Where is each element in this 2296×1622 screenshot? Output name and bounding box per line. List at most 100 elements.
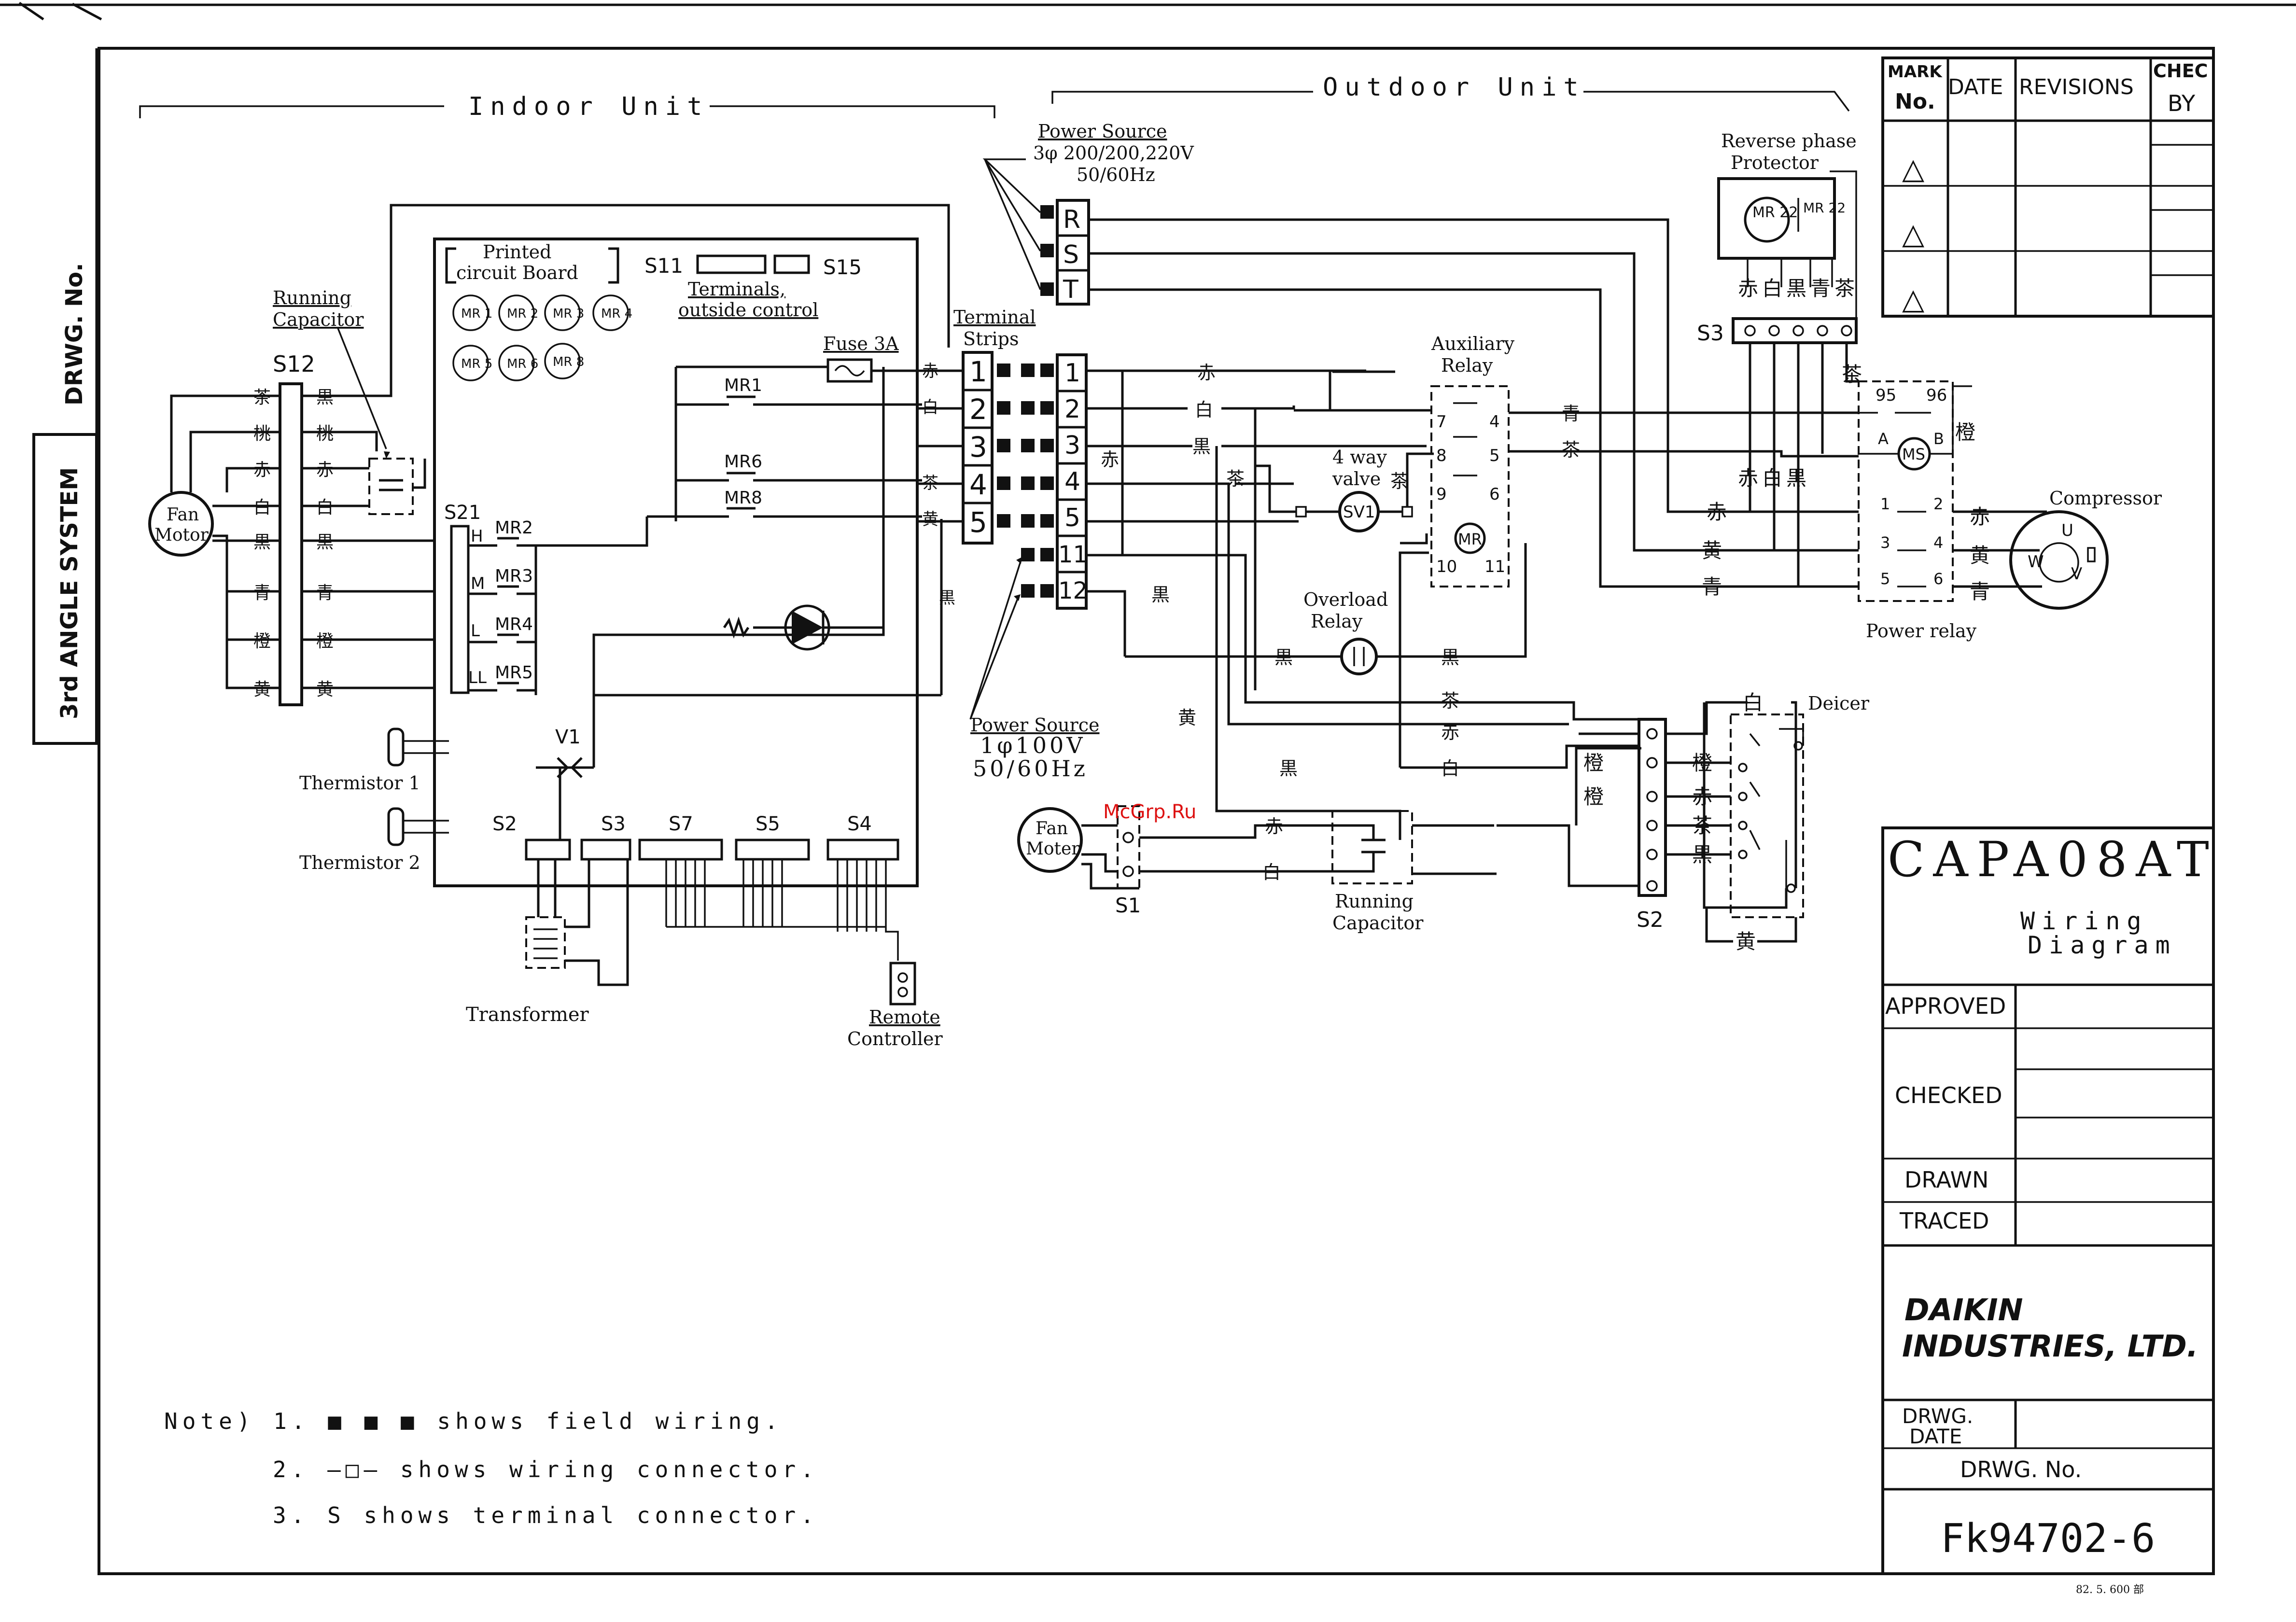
pcb-label-1: Printed — [483, 241, 551, 263]
ps3-label-1: Power Source — [1038, 121, 1167, 142]
s12-connector: S12 — [273, 351, 315, 706]
s12-color-left-5: 黒 — [253, 532, 271, 552]
ps1-label-1: Power Source — [970, 714, 1099, 736]
aux-contact-11: 11 — [1484, 557, 1505, 576]
pcb-contacts-upper: Fuse 3A MR1 MR6 MR8 — [647, 333, 922, 521]
pr-wire-blue-right: 青 — [1970, 580, 1990, 603]
revision-table: MARK No. DATE REVISIONS CHEC BY △ △ △ — [1881, 56, 2215, 318]
pr-wire-yellow-right: 黄 — [1970, 544, 1990, 567]
outdoor-strip-color-labels: 赤 白 黒 赤 茶 黒 黄 — [1101, 362, 1245, 728]
pr-wire-red-left: 赤 — [1707, 500, 1727, 524]
overload-label-1: Overload — [1303, 589, 1388, 610]
outdoor-terminal-12: 12 — [1058, 577, 1088, 604]
s2-wire-orange-2: 橙 — [1583, 785, 1604, 809]
s12-wire-color-labels: 茶 黒 桃 桃 赤 赤 白 白 黒 黒 青 青 橙 橙 黄 黄 — [253, 388, 334, 699]
s12-color-left-8: 黄 — [253, 680, 271, 699]
s21-label: S21 — [444, 502, 481, 524]
power-relay-label: Power relay — [1866, 620, 1977, 642]
approved-label: APPROVED — [1885, 993, 2006, 1019]
mr8-contact-label: MR8 — [724, 488, 762, 508]
outdoor-wire-red-2: 赤 — [1101, 449, 1119, 470]
s3-lower-white: 白 — [1762, 466, 1782, 490]
drwg-date-label-2: DATE — [1909, 1425, 1962, 1448]
pr-contact-4: 4 — [1933, 533, 1943, 552]
s2-wire-orange-r: 橙 — [1692, 751, 1712, 775]
outdoor-wire-black-2: 黒 — [1151, 584, 1170, 605]
remote-label-1: Remote — [869, 1007, 940, 1028]
s3-color-black: 黒 — [1786, 277, 1806, 300]
outdoor-capacitor-label-1: Running — [1335, 891, 1414, 912]
rev-triangle-3: △ — [1902, 282, 1924, 316]
indoor-running-capacitor: Running Capacitor — [273, 287, 414, 515]
speed-h-label: H — [471, 527, 483, 546]
rev-mark-label: MARK — [1888, 62, 1943, 82]
aux-contact-9: 9 — [1436, 485, 1447, 504]
s3-outdoor-connector: S3 赤 白 黒 青 茶 茶 赤 白 黒 — [1697, 277, 1862, 587]
rpp-label-1: Reverse phase — [1721, 130, 1857, 152]
power-relay-wire-labels: 赤 黄 青 赤 黄 青 — [1702, 500, 1990, 603]
outdoor-wire-yellow-1: 黄 — [1178, 707, 1196, 728]
rev-triangle-2: △ — [1902, 217, 1924, 251]
outdoor-wire-white-1: 白 — [1195, 399, 1213, 420]
traced-label: TRACED — [1899, 1208, 1989, 1234]
field-wiring-marks — [997, 205, 1054, 598]
s2-wire-red-r: 赤 — [1692, 785, 1712, 809]
outdoor-wire-black-1: 黒 — [1192, 436, 1211, 457]
pr-96: 96 — [1926, 386, 1947, 405]
pr-wire-blue-left: 青 — [1702, 575, 1722, 599]
transformer-label: Transformer — [466, 1004, 589, 1026]
s3-color-white: 白 — [1762, 277, 1782, 300]
note-1: Note) 1. ■ ■ ■ shows field wiring. — [164, 1408, 783, 1434]
indoor-terminal-strip: Terminal Strips 1 2 3 4 5 赤 白 茶 黄 黒 — [917, 307, 1036, 695]
drawing-number: Fk94702-6 — [1941, 1516, 2155, 1562]
footer-stamp: 82. 5. 600 部 — [2076, 1584, 2144, 1596]
mr6-contact-label: MR6 — [724, 452, 762, 472]
ps3-label-2: 3φ 200/200,220V — [1033, 142, 1194, 164]
s12-color-right-3: 赤 — [316, 460, 334, 480]
aux-contact-4: 4 — [1489, 412, 1500, 432]
mr1-contact-label: MR1 — [724, 376, 762, 395]
indoor-terminal-3: 3 — [969, 431, 987, 463]
printed-circuit-board: Printed circuit Board S11 S15 Terminals,… — [433, 238, 919, 887]
pcb-relays: MR 1 MR 2 MR 3 MR 4 MR 5 MR 6 MR 8 — [452, 294, 632, 381]
v1-varistor: V1 — [536, 695, 595, 840]
aux-relay-wire-labels: 青 茶 — [1562, 403, 1580, 461]
pcb-bottom-connectors: S2 S3 S7 S5 S4 — [492, 813, 899, 961]
pr-wire-yellow-left: 黄 — [1702, 539, 1722, 562]
middle-wire-brown: 茶 — [1441, 690, 1459, 712]
remote-controller: Remote Controller — [847, 962, 943, 1049]
s12-color-left-3: 赤 — [253, 460, 271, 480]
s2-wire-orange-1: 橙 — [1583, 751, 1604, 775]
outdoor-terminal-1: 1 — [1064, 359, 1080, 388]
compressor-u: U — [2061, 521, 2073, 540]
aux-contact-8: 8 — [1436, 446, 1447, 465]
s2-wire-black-r: 黒 — [1692, 843, 1712, 867]
s3-outdoor-label: S3 — [1697, 321, 1724, 346]
pcb-diode-resistor — [723, 604, 883, 651]
s15-label: S15 — [823, 255, 862, 279]
pr-contact-1: 1 — [1880, 495, 1890, 513]
side-angle-system: 3rd ANGLE SYSTEM — [56, 467, 83, 719]
indoor-wire-yellow: 黄 — [922, 510, 938, 529]
compressor: Compressor U V W — [2009, 488, 2162, 610]
pr-contact-5: 5 — [1880, 570, 1890, 588]
power-relay: 95 96 橙 MS A B 1 2 3 4 5 6 Power relay — [1858, 380, 2020, 642]
mr4-contact-label: MR4 — [495, 615, 533, 634]
thermistor-2-label: Thermistor 2 — [299, 852, 420, 873]
outdoor-terminal-5: 5 — [1064, 503, 1080, 532]
s3-lower-black: 黒 — [1786, 466, 1806, 490]
rpp-label-2: Protector — [1731, 152, 1819, 173]
diagram-subtitle-1: Wiring — [2020, 907, 2148, 935]
pr-95: 95 — [1876, 386, 1896, 405]
aux-wire-blue: 青 — [1562, 403, 1580, 424]
deicer-label: Deicer — [1808, 693, 1870, 714]
s4-label: S4 — [847, 813, 872, 835]
pr-contact-3: 3 — [1880, 533, 1890, 552]
watermark: McGrp.Ru — [1103, 801, 1196, 823]
side-drwg-no: DRWG. No. — [61, 263, 88, 406]
s12-color-left-1: 茶 — [253, 388, 271, 407]
s2-wire-brown-r: 茶 — [1692, 814, 1712, 838]
notes: Note) 1. ■ ■ ■ shows field wiring. 2. —□… — [164, 1408, 814, 1528]
pr-b: B — [1933, 430, 1944, 448]
